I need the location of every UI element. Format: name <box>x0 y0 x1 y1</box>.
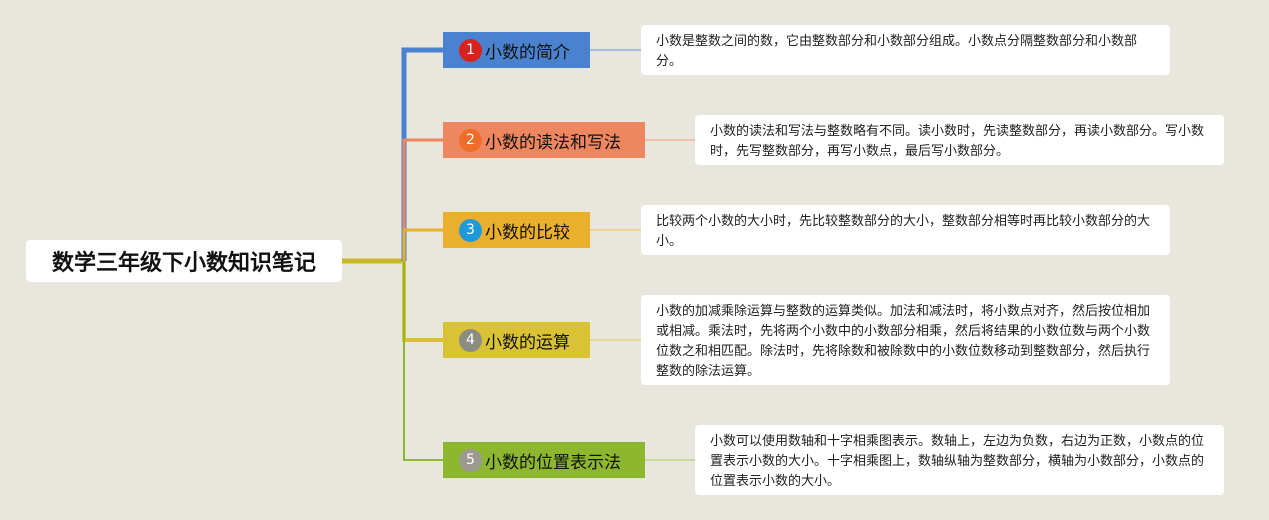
branch-topic-5[interactable]: 5 小数的位置表示法 <box>443 442 645 478</box>
branch-1-connector <box>401 47 443 261</box>
branch-note-2-text: 小数的读法和写法与整数略有不同。读小数时，先读整数部分，再读小数部分。写小数时，… <box>710 124 1205 159</box>
branch-5-connector <box>403 261 443 461</box>
branch-2-connector <box>402 138 443 261</box>
branch-topic-1-label: 小数的简介 <box>485 42 570 63</box>
branch-note-4[interactable]: 小数的加减乘除运算与整数的运算类似。加法和减法时，将小数点对齐，然后按位相加或相… <box>641 295 1170 385</box>
number-1-icon: 1 <box>459 38 482 62</box>
branch-note-3[interactable]: 比较两个小数的大小时，先比较整数部分的大小，整数部分相等时再比较小数部分的大小。 <box>641 205 1170 255</box>
branch-note-1-text: 小数是整数之间的数，它由整数部分和小数部分组成。小数点分隔整数部分和小数部分。 <box>656 34 1138 69</box>
number-2-icon: 2 <box>459 128 482 152</box>
number-4-icon: 4 <box>459 328 482 352</box>
branch-note-5[interactable]: 小数可以使用数轴和十字相乘图表示。数轴上，左边为负数，右边为正数，小数点的位置表… <box>695 425 1224 495</box>
branch-topic-4[interactable]: 4 小数的运算 <box>443 322 590 358</box>
branch-4-connector <box>402 261 443 342</box>
branch-topic-5-label: 小数的位置表示法 <box>485 452 621 473</box>
branch-note-4-text: 小数的加减乘除运算与整数的运算类似。加法和减法时，将小数点对齐，然后按位相加或相… <box>656 304 1151 379</box>
branch-note-2[interactable]: 小数的读法和写法与整数略有不同。读小数时，先读整数部分，再读小数部分。写小数时，… <box>695 115 1224 165</box>
branch-note-5-text: 小数可以使用数轴和十字相乘图表示。数轴上，左边为负数，右边为正数，小数点的位置表… <box>710 434 1205 489</box>
branch-topic-1[interactable]: 1 小数的简介 <box>443 32 590 68</box>
branch-topic-2-label: 小数的读法和写法 <box>485 132 621 153</box>
branch-topic-3[interactable]: 3 小数的比较 <box>443 212 590 248</box>
number-3-icon: 3 <box>459 218 482 242</box>
branch-topic-3-label: 小数的比较 <box>485 222 570 243</box>
branch-note-1[interactable]: 小数是整数之间的数，它由整数部分和小数部分组成。小数点分隔整数部分和小数部分。 <box>641 25 1170 75</box>
branch-3-connector <box>402 228 443 261</box>
root-topic[interactable]: 数学三年级下小数知识笔记 <box>26 240 342 282</box>
branch-topic-2[interactable]: 2 小数的读法和写法 <box>443 122 645 158</box>
branch-note-3-text: 比较两个小数的大小时，先比较整数部分的大小，整数部分相等时再比较小数部分的大小。 <box>656 214 1151 249</box>
root-topic-label: 数学三年级下小数知识笔记 <box>51 251 316 276</box>
number-5-icon: 5 <box>459 448 482 472</box>
branch-topic-4-label: 小数的运算 <box>485 332 570 353</box>
